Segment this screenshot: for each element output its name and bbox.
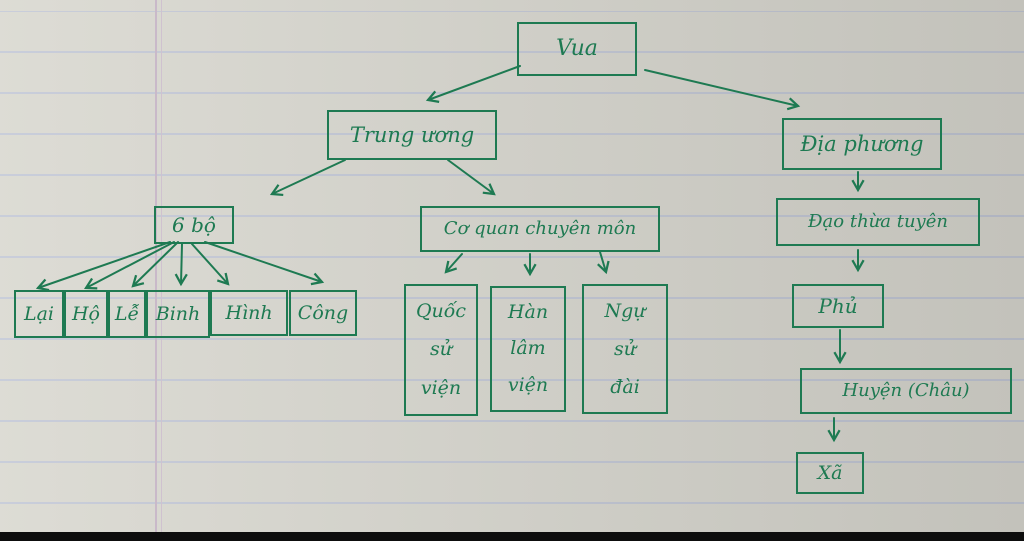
- arrow-vua-trung-uong: [425, 65, 521, 103]
- agency-line: đài: [610, 375, 640, 398]
- node-co-quan-chuyen-mon: Cơ quan chuyên môn: [420, 206, 660, 252]
- node-bo-lai: Lại: [14, 290, 64, 338]
- agency-line: viện: [420, 377, 462, 400]
- node-bo-ho: Hộ: [64, 290, 108, 338]
- node-bo-binh: Binh: [146, 290, 210, 338]
- agency-line: Hàn: [507, 300, 549, 323]
- arrow-trung-uong-co-quan: [447, 159, 496, 196]
- arrow-trung-uong-6-bo: [269, 159, 346, 197]
- agency-line: Ngự: [604, 299, 646, 322]
- bottom-edge-bar: [0, 532, 1024, 541]
- agency-line: lâm: [510, 337, 546, 360]
- agency-line: viện: [507, 374, 549, 397]
- arrow-6bo-ho: [83, 241, 175, 290]
- node-dao-thua-tuyen: Đạo thừa tuyên: [776, 198, 980, 246]
- arrow-cq-quoc-su-vien: [444, 253, 463, 274]
- node-vua: Vua: [517, 22, 637, 76]
- arrow-vua-dia-phuong: [644, 69, 801, 111]
- arrow-6bo-cong: [204, 241, 325, 286]
- node-xa: Xã: [796, 452, 864, 494]
- node-bo-hinh: Hình: [210, 290, 288, 336]
- arrow-cq-ngu-su-dai: [597, 251, 610, 275]
- node-trung-uong: Trung ương: [327, 110, 497, 160]
- arrow-6bo-hinh: [191, 243, 230, 286]
- node-phu: Phủ: [792, 284, 884, 328]
- node-ngu-su-dai: Ngự sử đài: [582, 284, 668, 414]
- agency-line: sử: [614, 337, 636, 360]
- node-huyen-chau: Huyện (Châu): [800, 368, 1012, 414]
- agency-line: Quốc: [415, 299, 467, 322]
- arrow-6bo-binh: [174, 243, 188, 287]
- node-dia-phuong: Địa phương: [782, 118, 942, 170]
- margin-line-inner: [161, 0, 162, 532]
- node-quoc-su-vien: Quốc sử viện: [404, 284, 478, 416]
- node-han-lam-vien: Hàn lâm viện: [490, 286, 566, 412]
- node-6-bo: 6 bộ: [154, 206, 234, 244]
- margin-line: [155, 0, 157, 532]
- node-bo-cong: Công: [289, 290, 357, 336]
- arrow-6bo-le: [131, 241, 179, 288]
- arrow-6bo-lai: [35, 241, 171, 292]
- agency-line: sử: [430, 338, 452, 361]
- node-bo-le: Lễ: [108, 290, 146, 338]
